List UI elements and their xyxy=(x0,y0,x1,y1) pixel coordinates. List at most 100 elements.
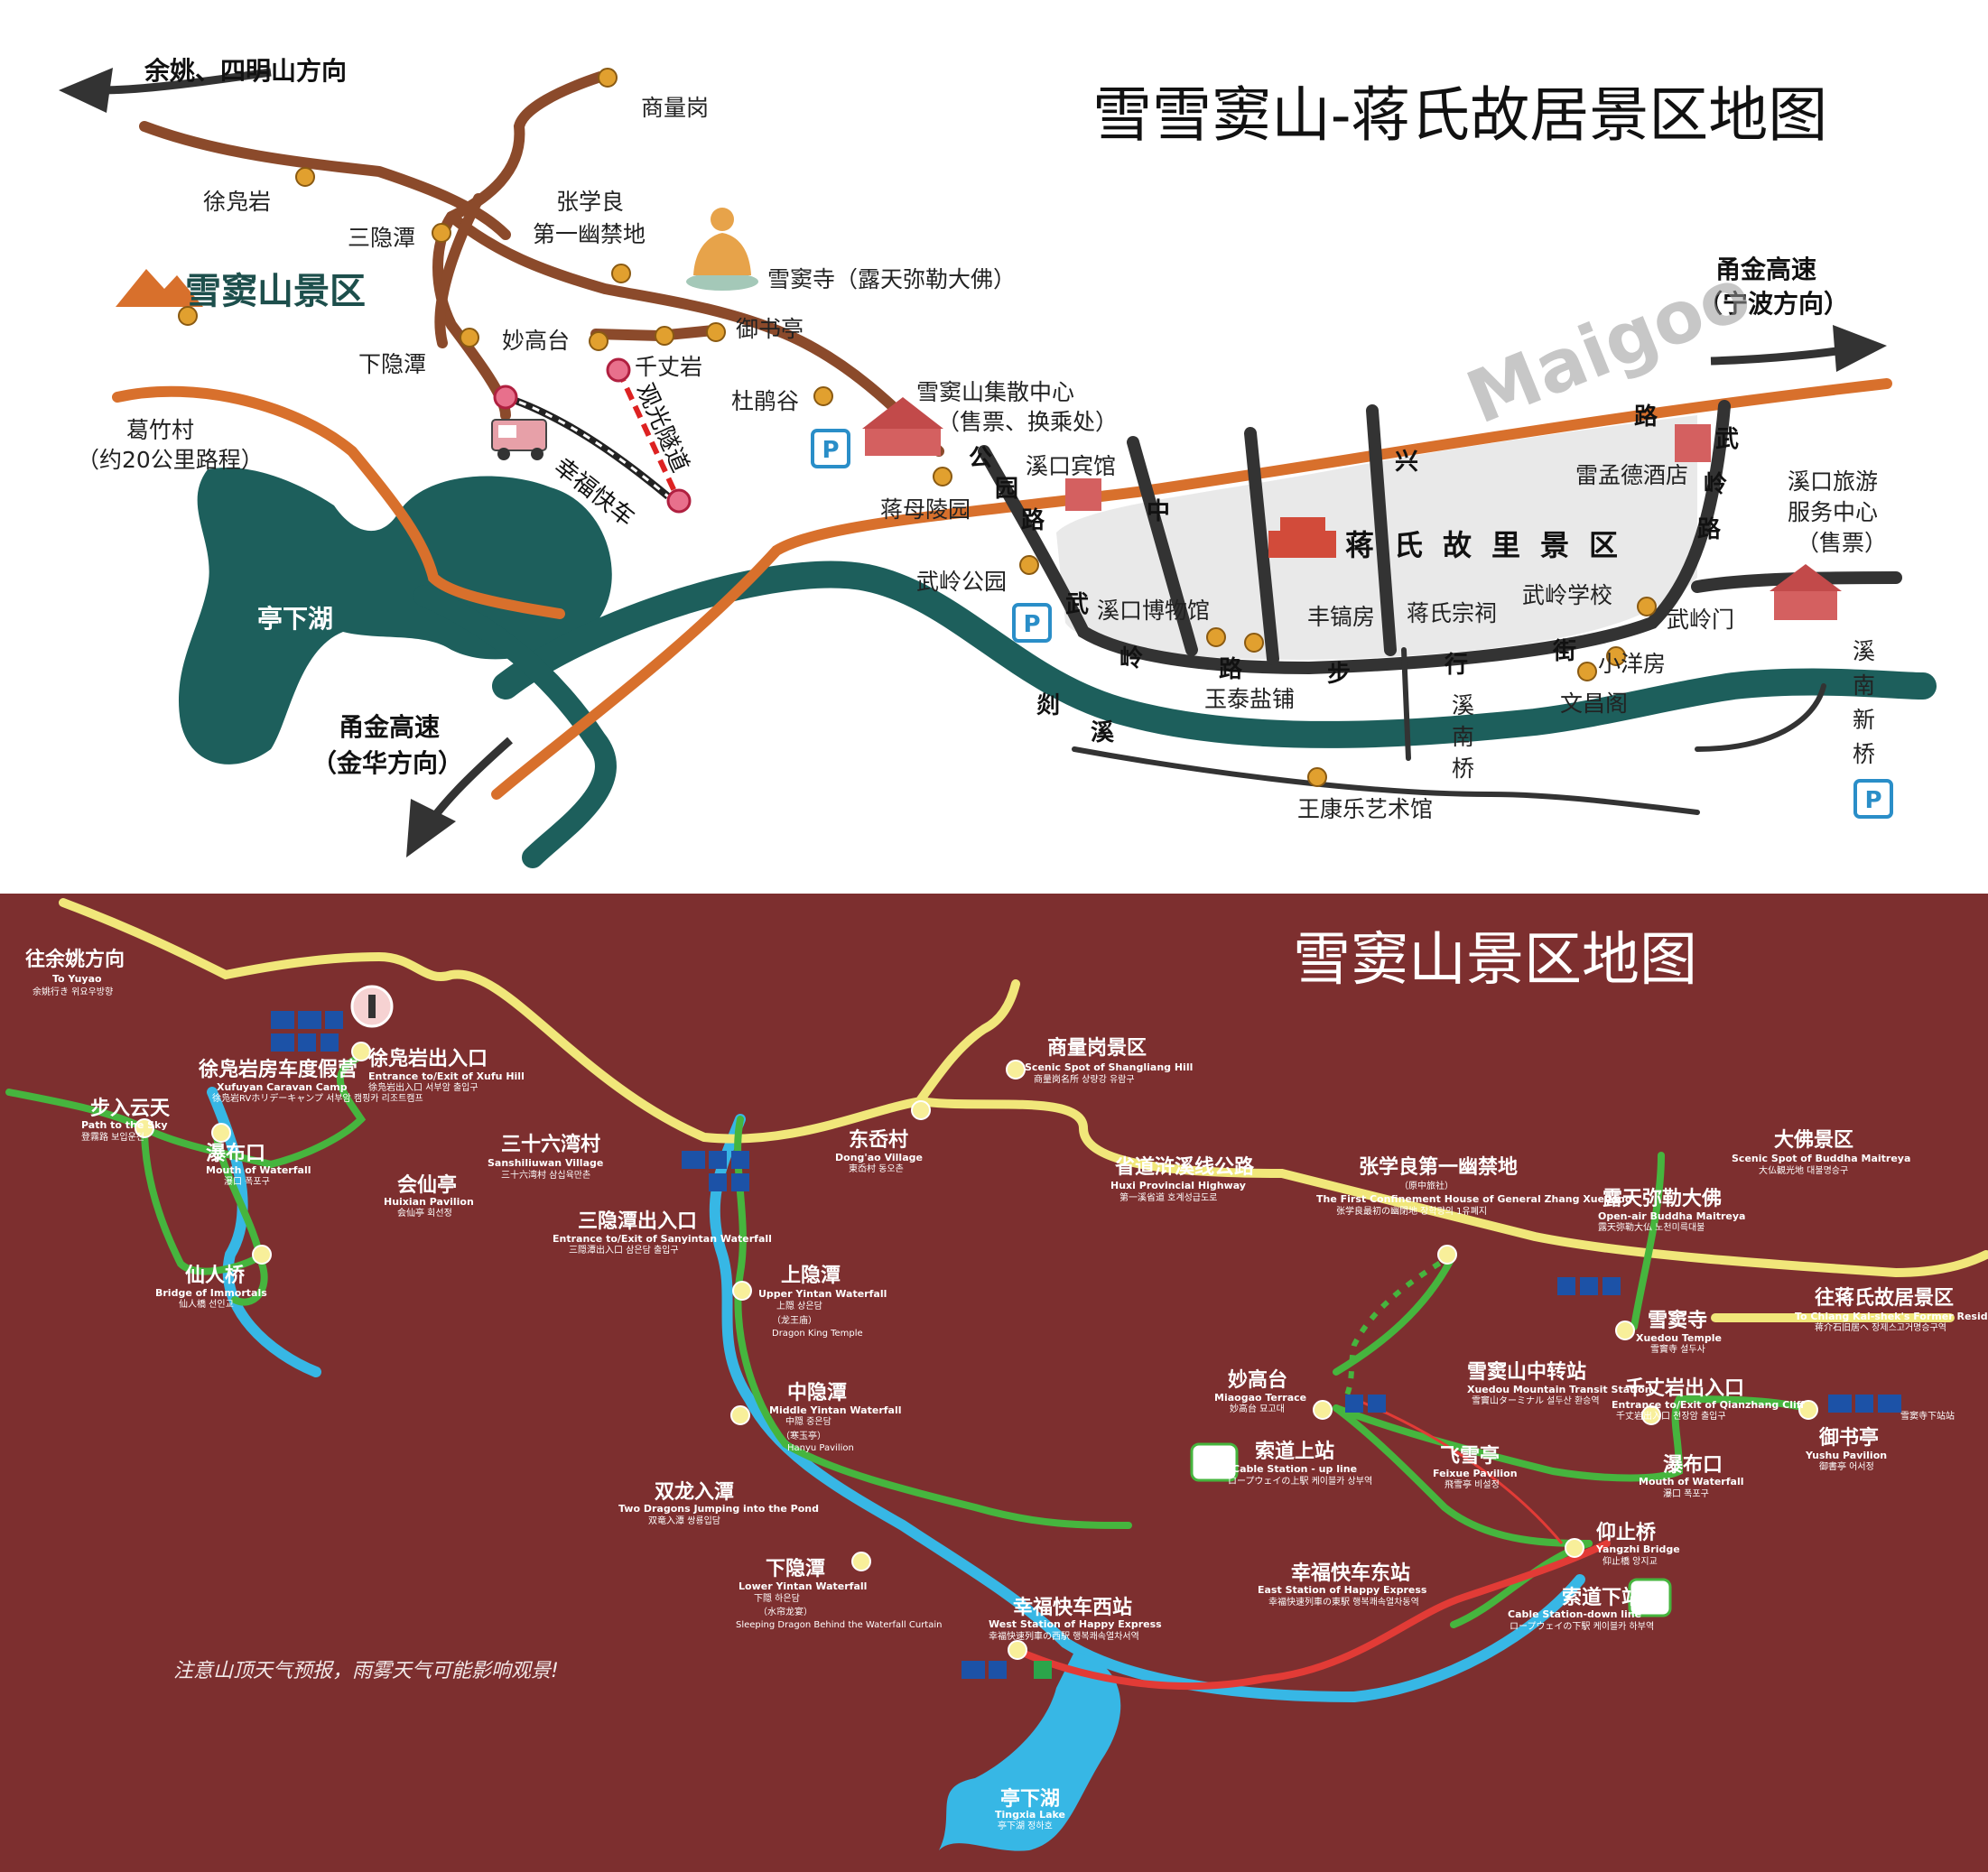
person-location-icon xyxy=(350,985,394,1028)
svg-text:南: 南 xyxy=(1853,672,1875,699)
cable-car-up-icon xyxy=(1190,1442,1239,1482)
svg-text:张学良最初の幽閉地 장학량의 1유폐지: 张学良最初の幽閉地 장학량의 1유폐지 xyxy=(1336,1205,1487,1217)
label-tingxia: 亭下湖 Tingxia Lake 亭下湖 정하호 xyxy=(995,1787,1065,1831)
label-yushu: 御书亭 Yushu Pavilion 御書亭 어서정 xyxy=(1805,1426,1887,1472)
stop-markers xyxy=(135,1042,1818,1660)
svg-text:千丈岩出入口: 千丈岩出入口 xyxy=(1625,1377,1744,1400)
district-label: 蒋氏故里景区 xyxy=(1345,528,1638,562)
svg-text:To Chiang Kai-shek's Former Re: To Chiang Kai-shek's Former Residence xyxy=(1795,1311,1988,1322)
svg-text:商量岗名所 상량강 유람구: 商量岗名所 상량강 유람구 xyxy=(1034,1073,1135,1085)
label-transfer: 雪窦山中转站 Xuedou Mountain Transit Station 雪… xyxy=(1467,1360,1652,1406)
svg-text:千丈岩出入口 천장암 출입구: 千丈岩出入口 천장암 출입구 xyxy=(1616,1410,1726,1422)
svg-text:桥: 桥 xyxy=(1452,755,1474,782)
shan-river xyxy=(492,561,1937,748)
svg-text:仙人桥: 仙人桥 xyxy=(185,1264,245,1287)
service-icons-west-station xyxy=(961,1661,1052,1679)
svg-text:路: 路 xyxy=(1021,506,1045,534)
parking-sign-2: P xyxy=(1012,603,1052,643)
poi-yutai: 玉泰盐铺 xyxy=(1204,686,1295,712)
poi-yushu: 御书亭 xyxy=(736,316,804,342)
label-shuanglong: 双龙入潭 Two Dragons Jumping into the Pond 双… xyxy=(618,1481,819,1526)
label-happy-west: 幸福快车西站 West Station of Happy Express 幸福快… xyxy=(989,1596,1162,1642)
poi-leimengde: 雷孟德酒店 xyxy=(1575,462,1688,488)
svg-text:徐凫岩出入口 서부암 출입구: 徐凫岩出入口 서부암 출입구 xyxy=(368,1081,478,1093)
road-zhongxing: 中 兴 路 xyxy=(1147,403,1658,525)
svg-text:（寒玉亭）: （寒玉亭） xyxy=(781,1430,826,1441)
shan-river-branch xyxy=(413,585,617,868)
svg-text:武: 武 xyxy=(1715,426,1739,453)
svg-text:武: 武 xyxy=(1065,591,1089,618)
svg-text:亭下湖 정하호: 亭下湖 정하호 xyxy=(998,1820,1053,1831)
svg-text:Hanyu Pavilion: Hanyu Pavilion xyxy=(787,1443,854,1453)
svg-text:步入云天: 步入云天 xyxy=(90,1097,171,1120)
poi-center-2: （售票、换乘处） xyxy=(937,409,1118,435)
label-caravan: 徐凫岩房车度假营 Xufuyan Caravan Camp 徐凫岩RVホリデーキ… xyxy=(198,1058,423,1104)
svg-text:雪窦山中转站: 雪窦山中转站 xyxy=(1467,1360,1586,1384)
cable-car-down-icon xyxy=(1628,1578,1672,1617)
svg-text:三隠潭出入口 삼은담 출입구: 三隠潭出入口 삼은담 출입구 xyxy=(569,1244,679,1256)
label-zhang-xueliang: 张学良第一幽禁地 （原中旅社） The First Confinement Ho… xyxy=(1316,1155,1632,1217)
hotel-building-icon xyxy=(1065,478,1101,511)
poi-tourism-3: （售票） xyxy=(1797,530,1887,556)
poi-xiayin: 下隐潭 xyxy=(358,351,426,377)
arrow-east xyxy=(1710,325,1887,372)
svg-text:Huixian Pavilion: Huixian Pavilion xyxy=(384,1196,474,1208)
svg-text:会仙亭: 会仙亭 xyxy=(397,1173,457,1197)
mountain-trails xyxy=(139,71,944,457)
district-gate-icon xyxy=(1268,517,1336,558)
poi-xufu: 徐凫岩 xyxy=(203,189,271,215)
poi-ancestral: 蒋氏宗祠 xyxy=(1407,600,1497,626)
label-qianzhang-gate: 千丈岩出入口 Entrance to/Exit of Qianzhang Cli… xyxy=(1612,1377,1805,1422)
svg-text:雪窦寺下站站: 雪窦寺下站站 xyxy=(1900,1410,1955,1422)
service-icons-xufu xyxy=(271,1011,343,1052)
label-xianren: 仙人桥 Bridge of Immortals 仙人橋 선인교 xyxy=(155,1264,267,1310)
svg-text:瀑口 폭포구: 瀑口 폭포구 xyxy=(1663,1488,1709,1499)
svg-text:下隐潭: 下隐潭 xyxy=(766,1558,825,1580)
road-shangliang xyxy=(912,979,1020,1110)
svg-text:Sleeping Dragon Behind the Wat: Sleeping Dragon Behind the Waterfall Cur… xyxy=(736,1620,942,1630)
svg-text:瀑口 폭포구: 瀑口 폭포구 xyxy=(224,1176,270,1187)
label-feixue: 飞雪亭 Feixue Pavilion 飛雪亭 비설정 xyxy=(1433,1444,1518,1490)
orange-road-main xyxy=(491,378,1892,800)
svg-text:省道浒溪线公路: 省道浒溪线公路 xyxy=(1114,1155,1255,1179)
dashed-trail xyxy=(1342,1252,1455,1401)
svg-text:东岙村: 东岙村 xyxy=(849,1128,908,1152)
svg-text:（原中旅社）: （原中旅社） xyxy=(1399,1180,1454,1191)
poi-zhangxueliang-1: 张学良 xyxy=(556,189,624,215)
svg-text:Middle Yintan Waterfall: Middle Yintan Waterfall xyxy=(769,1404,902,1416)
xuedou-mountain-map: 雪窦山景区地图 注意山顶天气预报，雨雾天气可能影响观景! xyxy=(0,894,1988,1872)
svg-text:Upper Yintan Waterfall: Upper Yintan Waterfall xyxy=(758,1288,887,1300)
svg-text:Bridge of Immortals: Bridge of Immortals xyxy=(155,1287,267,1299)
svg-text:ロープウェイの上駅 케이블카 상부역: ロープウェイの上駅 케이블카 상부역 xyxy=(1228,1476,1372,1487)
svg-text:Cable Station-down line: Cable Station-down line xyxy=(1508,1608,1641,1620)
svg-text:Yangzhi Bridge: Yangzhi Bridge xyxy=(1595,1543,1680,1555)
svg-text:飛雪亭 비설정: 飛雪亭 비설정 xyxy=(1445,1478,1500,1490)
label-temple: 雪窦寺 Xuedou Temple 雪竇寺 설두사 xyxy=(1636,1309,1722,1355)
service-icons-miaogao xyxy=(1345,1395,1386,1413)
svg-text:妙高台: 妙高台 xyxy=(1228,1368,1287,1392)
svg-text:Dong'ao Village: Dong'ao Village xyxy=(835,1152,923,1163)
svg-text:上隠 상은담: 上隠 상은담 xyxy=(776,1301,822,1311)
label-sanshiliu: 三十六湾村 Sanshiliuwan Village 三十六湾村 삼십육만촌 xyxy=(488,1133,603,1181)
svg-text:溪: 溪 xyxy=(1091,719,1115,746)
label-zhongyin: 中隐潭 Middle Yintan Waterfall 中隠 중은담 （寒玉亭）… xyxy=(769,1382,902,1453)
arrow-sw-label-1: 甬金高速 xyxy=(339,712,440,742)
svg-text:Tingxia Lake: Tingxia Lake xyxy=(995,1809,1065,1821)
svg-text:行: 行 xyxy=(1444,651,1468,679)
svg-text:P: P xyxy=(822,437,839,464)
stream-west xyxy=(207,1087,321,1377)
svg-text:蒋介石旧居へ 장제스고거명승구역: 蒋介石旧居へ 장제스고거명승구역 xyxy=(1815,1322,1946,1333)
label-path-sky: 步入云天 Path to the Sky 登霧路 보입운천 xyxy=(81,1097,171,1143)
svg-text:Dragon King Temple: Dragon King Temple xyxy=(772,1329,863,1339)
svg-text:幸福快车东站: 幸福快车东站 xyxy=(1291,1562,1410,1585)
svg-text:Entrance to/Exit of Xufu Hill: Entrance to/Exit of Xufu Hill xyxy=(368,1070,525,1082)
svg-text:妙高台 묘고대: 妙高台 묘고대 xyxy=(1230,1403,1285,1414)
svg-text:To Yuyao: To Yuyao xyxy=(52,973,102,985)
svg-text:第一溪省道 호계성급도로: 第一溪省道 호계성급도로 xyxy=(1119,1191,1217,1203)
tourism-center-temple-icon xyxy=(1770,564,1842,620)
village-label-2: （约20公里路程） xyxy=(77,447,264,473)
parking-sign-3: P xyxy=(1853,779,1893,819)
svg-text:路: 路 xyxy=(1697,515,1722,543)
svg-text:商量岗景区: 商量岗景区 xyxy=(1047,1036,1147,1060)
svg-text:Cable Station - up line: Cable Station - up line xyxy=(1232,1463,1357,1475)
